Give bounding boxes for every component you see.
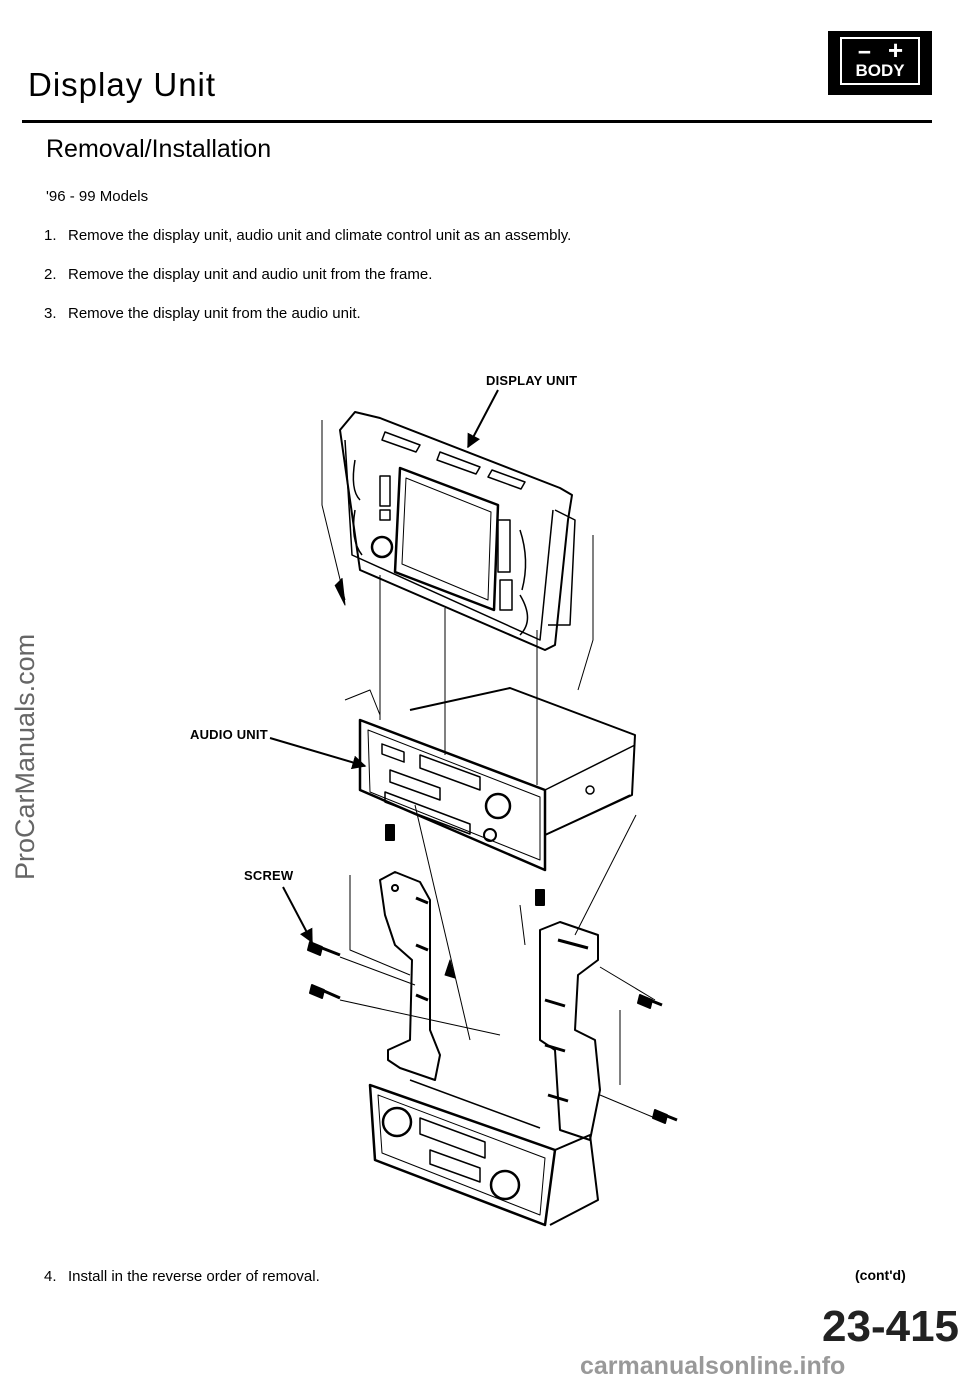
display-unit-drawing: [339, 411, 576, 651]
step-text: Install in the reverse order of removal.: [68, 1268, 320, 1285]
continued-note: (cont'd): [855, 1267, 906, 1283]
bottom-watermark: carmanualsonline.info: [580, 1352, 846, 1380]
display-unit-leader: [467, 389, 499, 449]
page-title: Display Unit: [28, 66, 217, 103]
alignment-lines: [321, 420, 656, 1119]
step-2: 2. Remove the display unit and audio unit…: [44, 266, 432, 283]
badge-label: BODY: [855, 61, 905, 80]
badge-symbols: – +: [856, 37, 904, 67]
step-number: 3.: [44, 305, 57, 322]
step-3: 3. Remove the display unit from the audio…: [44, 305, 361, 322]
step-number: 1.: [44, 227, 57, 244]
step-text: Remove the display unit and audio unit f…: [68, 266, 433, 283]
step-4: 4. Install in the reverse order of remova…: [44, 1268, 320, 1285]
step-text: Remove the display unit from the audio u…: [68, 305, 361, 322]
climate-control-unit-drawing: [368, 1079, 599, 1227]
frame-right-bracket: [539, 921, 601, 1141]
step-number: 4.: [44, 1268, 57, 1285]
down-arrow-icon: [334, 577, 346, 606]
audio-unit-leader: [269, 737, 367, 770]
display-unit-label: DISPLAY UNIT: [486, 373, 578, 388]
header-divider: [22, 120, 932, 123]
step-number: 2.: [44, 266, 57, 283]
audio-unit-label: AUDIO UNIT: [190, 727, 268, 742]
section-title: Removal/Installation: [46, 135, 272, 163]
screw-icons: [307, 824, 678, 1124]
models-note: '96 - 99 Models: [46, 188, 149, 205]
screw-label: SCREW: [244, 868, 294, 883]
up-arrow-icon: [444, 959, 456, 979]
page-number: 23-415: [822, 1302, 960, 1351]
frame-left-bracket: [379, 871, 441, 1081]
screw-leader: [282, 886, 313, 944]
step-text: Remove the display unit, audio unit and …: [68, 227, 572, 244]
battery-icon: – + BODY: [840, 37, 920, 85]
body-section-badge: – + BODY: [828, 31, 932, 95]
audio-unit-drawing: [358, 687, 636, 872]
step-1: 1. Remove the display unit, audio unit an…: [44, 227, 571, 244]
